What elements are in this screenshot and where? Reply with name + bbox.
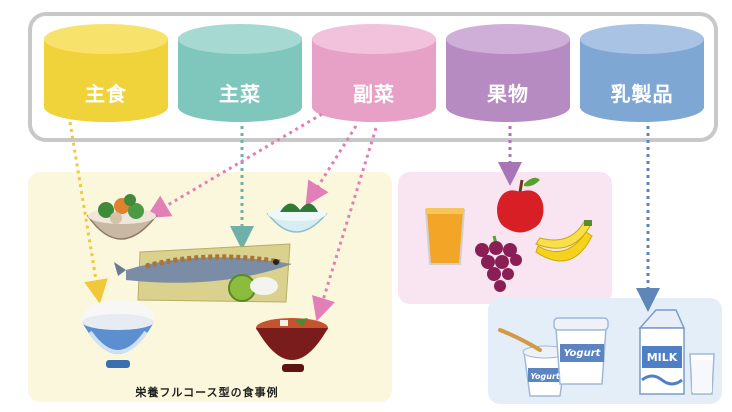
yogurt-tub-label: Yogurt [563, 348, 601, 359]
category-fruit: 果物 [446, 24, 570, 122]
category-label: 主食 [85, 82, 127, 106]
grilled-fish-plate [114, 243, 292, 303]
category-label: 果物 [487, 82, 529, 106]
juice-glass [424, 208, 466, 265]
bananas [535, 220, 593, 262]
category-main-dish: 主菜 [178, 24, 302, 122]
category-label: 副菜 [353, 82, 395, 106]
category-dairy: 乳製品 [580, 24, 704, 122]
spinach-bowl [266, 203, 328, 233]
apple [497, 177, 544, 233]
category-label: 乳製品 [610, 82, 674, 106]
rice-bowl [82, 300, 154, 368]
vegetable-bowl [86, 194, 158, 240]
yogurt-cup-label: Yogurt [530, 372, 560, 381]
yogurt-cup [498, 328, 568, 397]
milk-carton [638, 309, 686, 395]
category-side-dish: 副菜 [312, 24, 436, 122]
yogurt-tub [553, 317, 609, 385]
category-frame [28, 12, 718, 142]
arrow-staple [68, 121, 108, 304]
milk-glass [689, 353, 715, 395]
milk-carton-label: MILK [646, 351, 678, 364]
category-label: 主菜 [219, 82, 261, 106]
miso-soup-bowl [256, 318, 328, 372]
grapes [475, 235, 522, 292]
meal-caption: 栄養フルコース型の食事例 [135, 386, 279, 399]
category-staple: 主食 [44, 24, 168, 122]
